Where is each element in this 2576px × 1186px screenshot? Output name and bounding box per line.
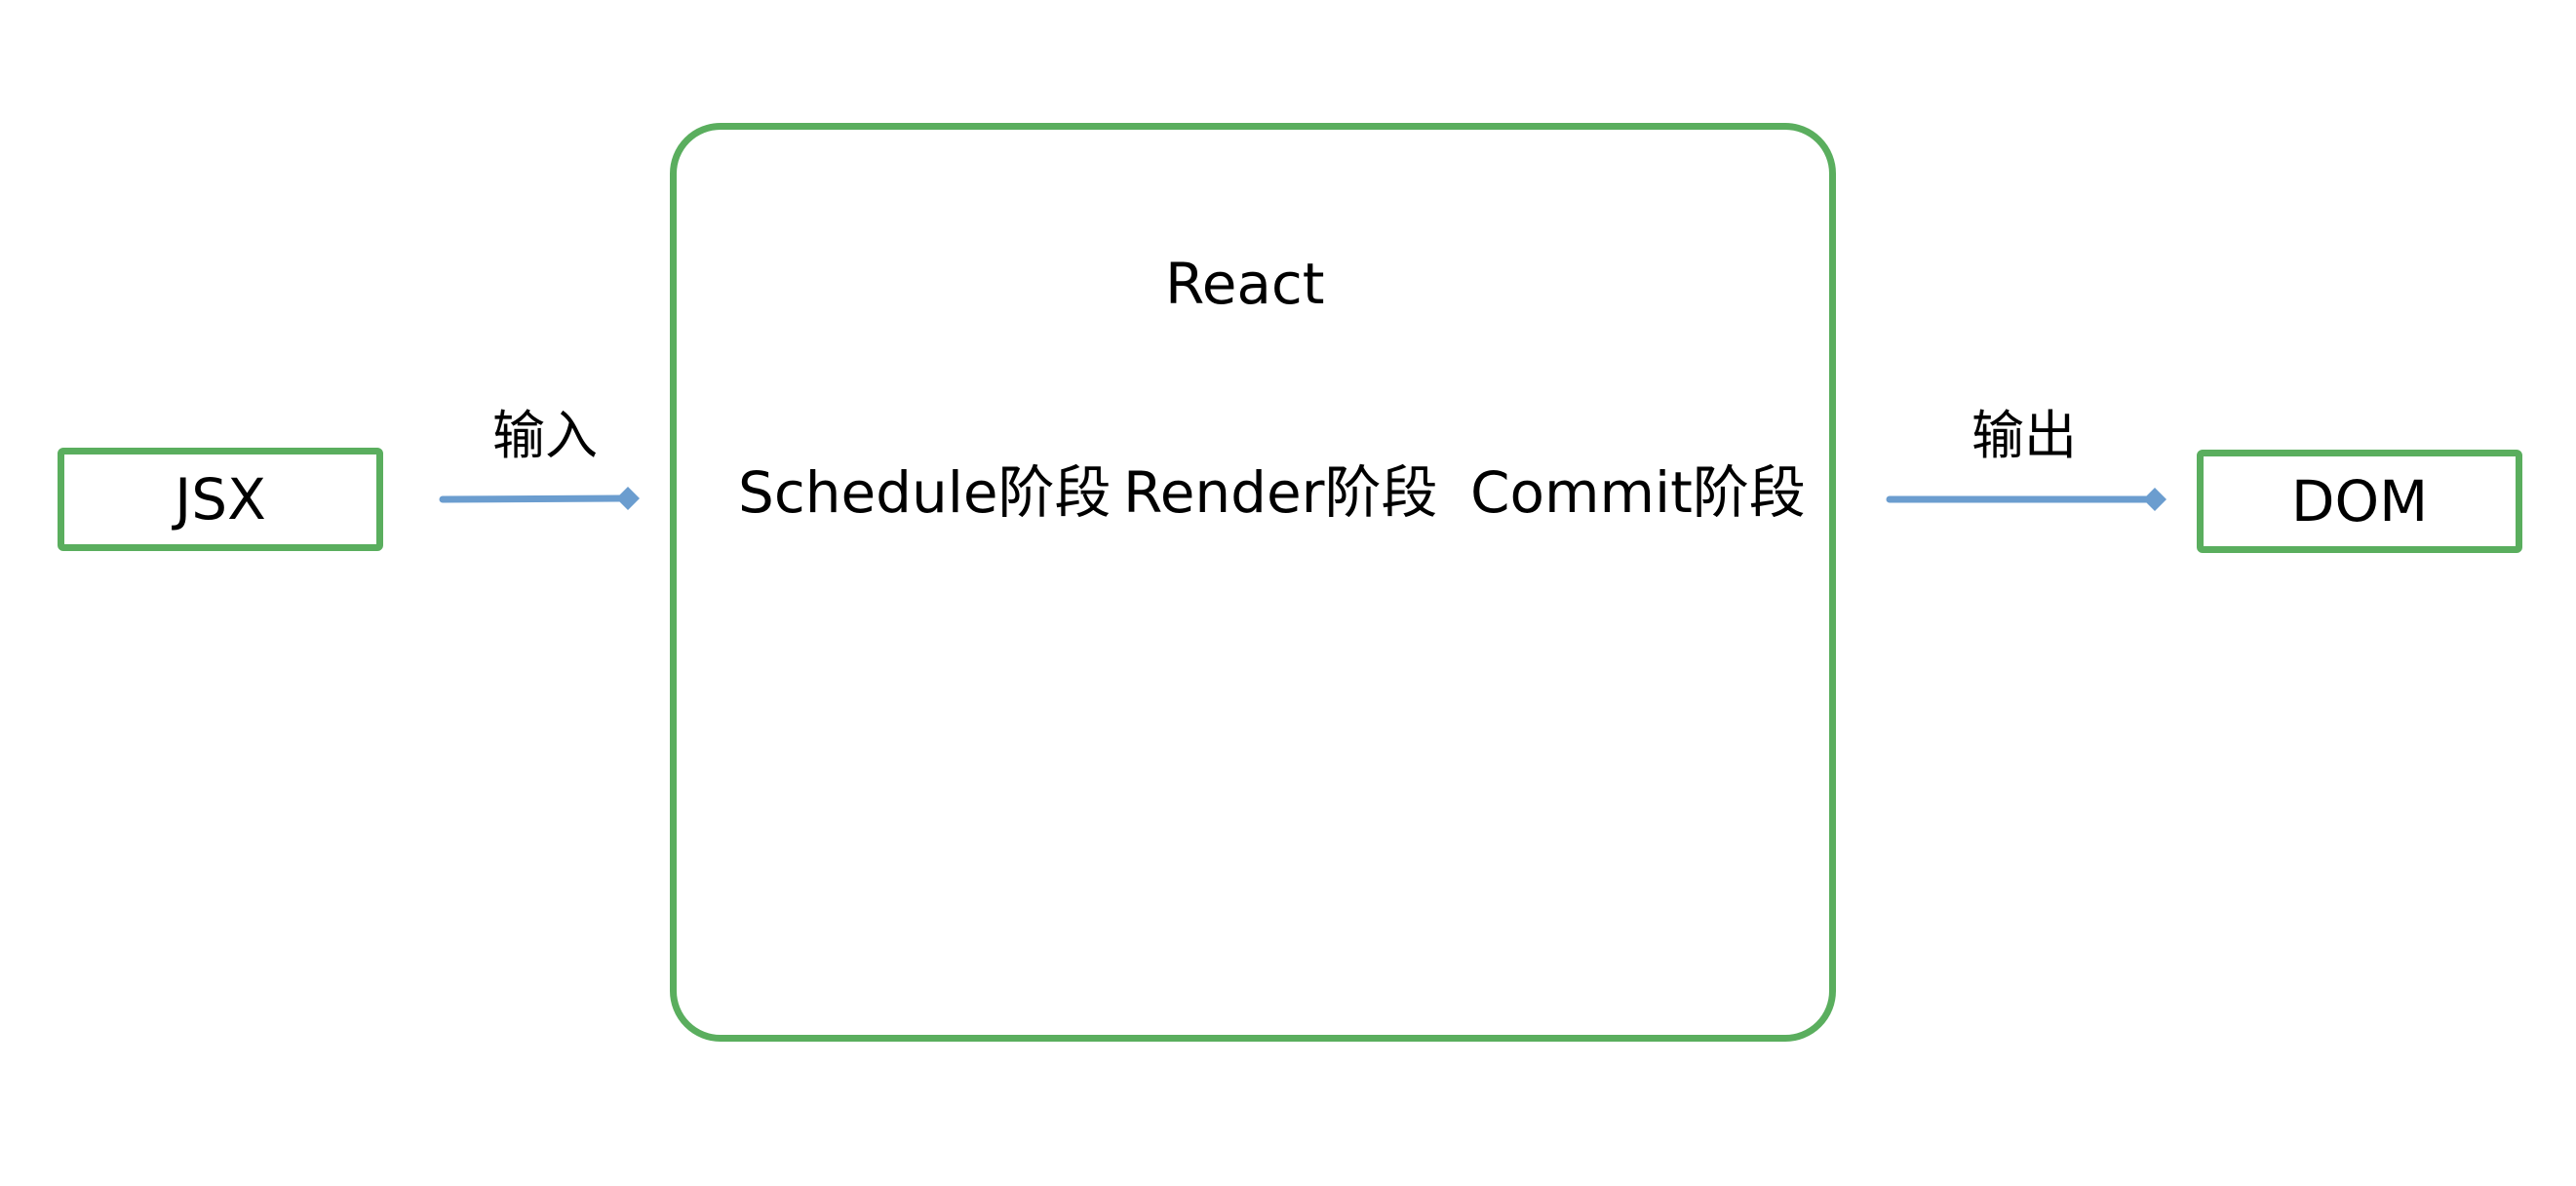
stage-render: Render阶段 <box>1123 459 1438 526</box>
react-container <box>670 123 1836 1042</box>
input-arrow-line <box>439 494 632 503</box>
input-edge-label: 输入 <box>492 405 598 466</box>
jsx-node-label: JSX <box>175 466 266 533</box>
react-title: React <box>1165 251 1325 317</box>
stage-commit: Commit阶段 <box>1470 459 1806 526</box>
dom-node-label: DOM <box>2290 468 2429 534</box>
input-arrow <box>439 487 640 510</box>
stage-schedule: Schedule阶段 <box>738 459 1112 526</box>
output-arrow-head <box>2143 488 2166 511</box>
jsx-node: JSX <box>58 448 383 551</box>
output-edge-label: 输出 <box>1971 405 2077 466</box>
input-arrow-head <box>616 487 640 510</box>
output-arrow <box>1886 488 2166 511</box>
dom-node: DOM <box>2197 450 2522 553</box>
